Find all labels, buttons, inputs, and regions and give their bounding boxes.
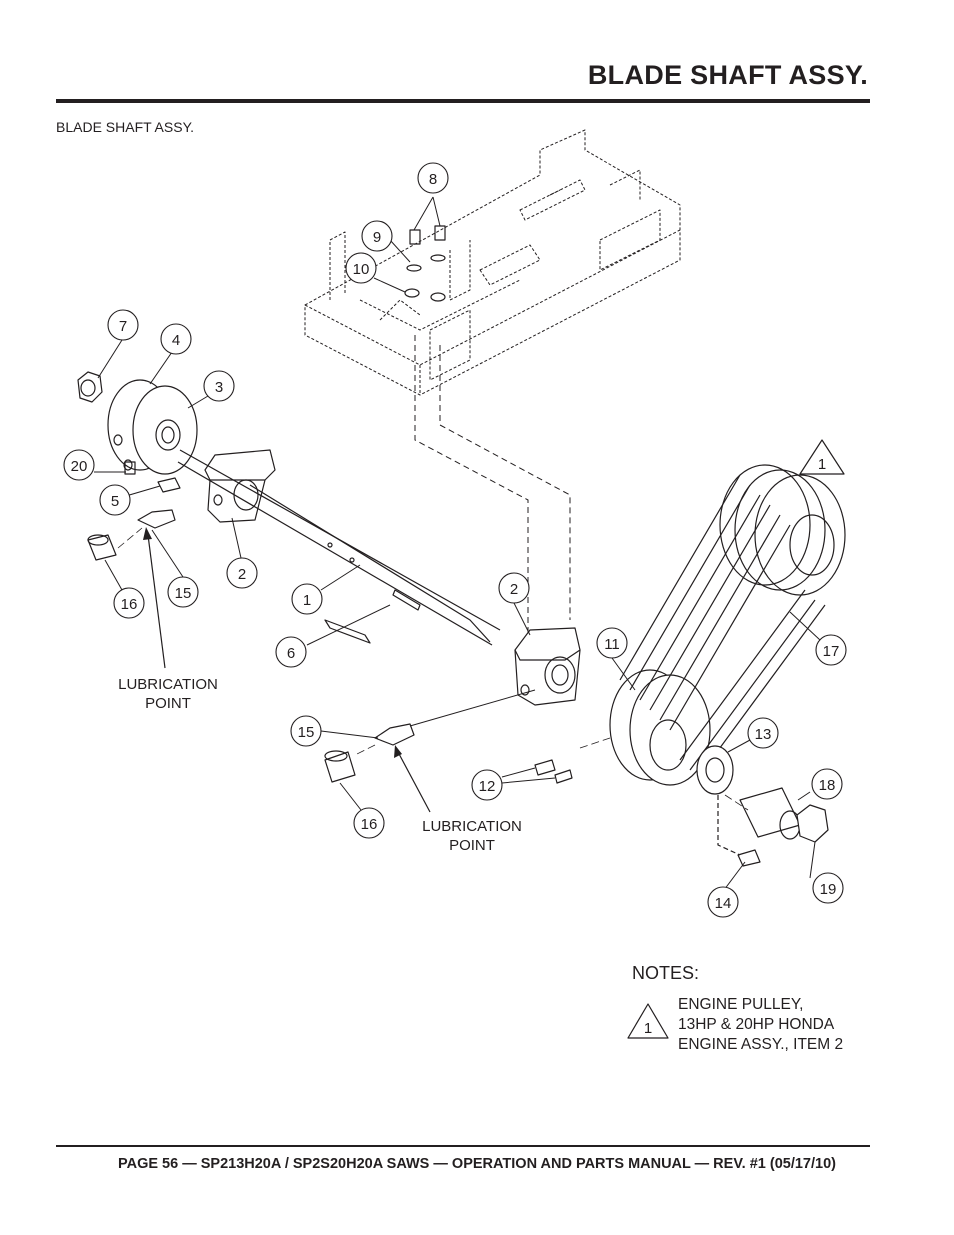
callout-4: 4 xyxy=(172,332,180,349)
nut-19 xyxy=(796,804,829,843)
grease-fitting-left xyxy=(87,509,176,561)
lubrication-label-right-1: LUBRICATION xyxy=(422,818,522,835)
callout-6: 6 xyxy=(287,645,295,662)
callout-18: 18 xyxy=(819,777,836,794)
spacer-18 xyxy=(739,787,801,840)
page-title: BLADE SHAFT ASSY. xyxy=(587,60,868,90)
note-line: 13HP & 20HP HONDA xyxy=(678,1016,835,1033)
header-rule xyxy=(56,99,870,103)
callout-1: 1 xyxy=(303,592,311,609)
callout-19: 19 xyxy=(820,881,837,898)
blade-pulley xyxy=(77,371,198,475)
lubrication-label-right-2: POINT xyxy=(449,837,495,854)
key-6 xyxy=(324,619,371,644)
drive-pulley-and-belts xyxy=(609,464,846,786)
callout-13: 13 xyxy=(755,726,772,743)
callout-2b: 2 xyxy=(510,581,518,598)
callout-10: 10 xyxy=(353,261,370,278)
callout-20: 20 xyxy=(71,458,88,475)
lubrication-label-left-1: LUBRICATION xyxy=(118,676,218,693)
footer-rule xyxy=(56,1145,870,1147)
bushing-13 xyxy=(696,745,734,795)
callout-3: 3 xyxy=(215,379,223,396)
note-marker-diagram-number: 1 xyxy=(818,456,826,473)
callout-circles xyxy=(63,162,847,918)
section-label: BLADE SHAFT ASSY. xyxy=(56,119,194,135)
callout-15b: 15 xyxy=(298,724,315,741)
callout-2a: 2 xyxy=(238,566,246,583)
note-marker-diagram xyxy=(799,439,845,475)
grease-fitting-right xyxy=(324,723,415,783)
callout-5: 5 xyxy=(111,493,119,510)
callout-leaders xyxy=(94,196,821,891)
note-line: ENGINE ASSY., ITEM 2 xyxy=(678,1036,844,1053)
saw-frame-outline xyxy=(304,129,681,396)
notes-heading: NOTES: xyxy=(632,963,700,983)
mount-leader-lines xyxy=(414,335,571,640)
note-marker xyxy=(627,1003,669,1039)
callout-8: 8 xyxy=(429,171,437,188)
callout-16b: 16 xyxy=(361,816,378,833)
setscrews-12 xyxy=(534,759,573,784)
callout-9: 9 xyxy=(373,229,381,246)
callout-15a: 15 xyxy=(175,585,192,602)
key-5 xyxy=(157,477,181,493)
callout-12: 12 xyxy=(479,778,496,795)
callout-7: 7 xyxy=(119,318,127,335)
lubrication-arrow-left xyxy=(147,534,166,669)
callout-11: 11 xyxy=(604,636,620,653)
callout-16a: 16 xyxy=(121,596,138,613)
bearing-right xyxy=(514,627,581,706)
callout-17: 17 xyxy=(823,643,840,660)
note-marker-number: 1 xyxy=(644,1020,652,1037)
bearing-left xyxy=(204,449,276,523)
page-footer: PAGE 56 — SP213H20A / SP2S20H20A SAWS — … xyxy=(118,1156,836,1172)
setscrew-20 xyxy=(124,461,136,475)
lubrication-arrow-right xyxy=(397,751,431,813)
bolt-14 xyxy=(737,849,761,867)
note-1-text: ENGINE PULLEY, 13HP & 20HP HONDA ENGINE … xyxy=(678,995,843,1055)
callout-14: 14 xyxy=(715,895,732,912)
note-line: ENGINE PULLEY, xyxy=(678,996,804,1013)
lubrication-label-left-2: POINT xyxy=(145,695,191,712)
blade-shaft xyxy=(177,449,501,646)
frame-bolts xyxy=(404,225,446,302)
